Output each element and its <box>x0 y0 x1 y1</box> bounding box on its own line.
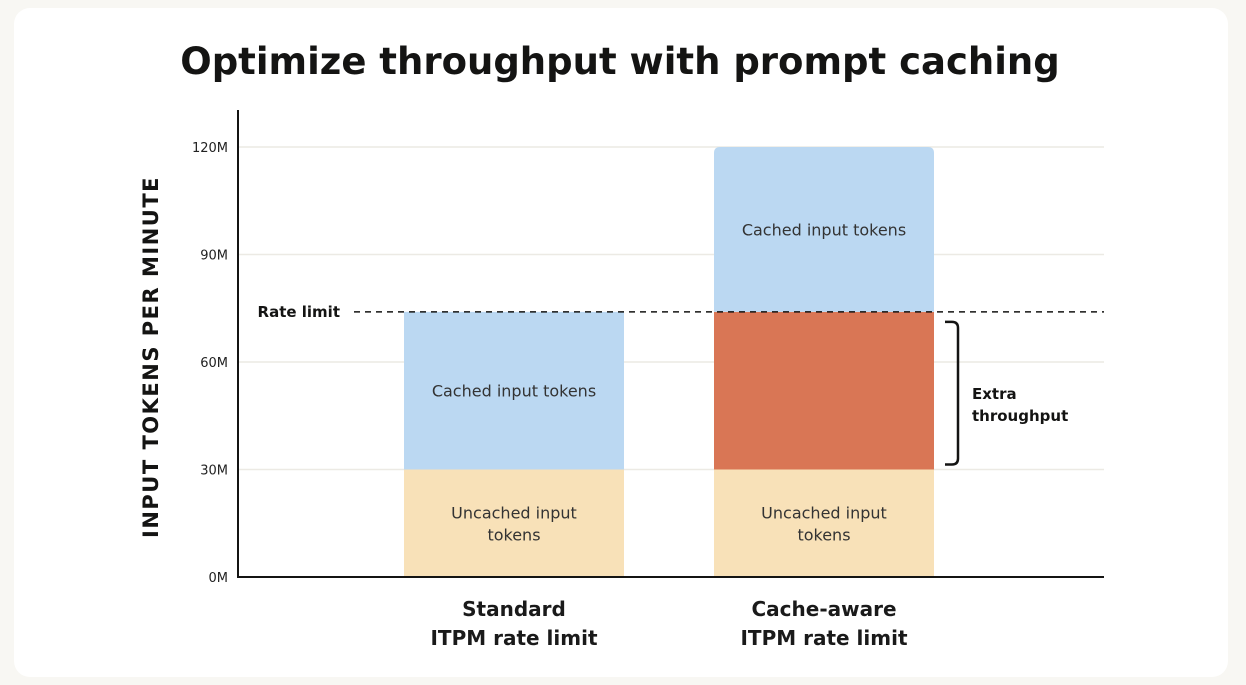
chart-title: Optimize throughput with prompt caching <box>180 40 1060 83</box>
category-label: Cache-aware <box>751 597 896 621</box>
y-tick-label: 120M <box>192 141 228 156</box>
y-tick-label: 90M <box>200 249 228 264</box>
extra-throughput-label: throughput <box>972 407 1068 425</box>
segment-label: Uncached input <box>761 503 887 522</box>
bar-segment <box>714 469 934 577</box>
bar-segment <box>404 311 624 470</box>
bar-segment <box>714 311 934 470</box>
y-tick-label: 60M <box>200 356 228 371</box>
segment-label: tokens <box>487 525 540 544</box>
y-axis-label: INPUT TOKENS PER MINUTE <box>139 176 163 538</box>
extra-throughput-label: Extra <box>972 385 1017 403</box>
category-label: ITPM rate limit <box>430 626 597 650</box>
extra-throughput-bracket <box>945 320 960 466</box>
bar-segment <box>714 147 934 312</box>
bar-segment <box>404 469 624 577</box>
rate-limit-label: Rate limit <box>258 303 340 321</box>
y-tick-label: 30M <box>200 464 228 479</box>
category-label: ITPM rate limit <box>740 626 907 650</box>
segment-label: Cached input tokens <box>432 382 596 401</box>
segment-label: Cached input tokens <box>742 220 906 239</box>
segment-label: tokens <box>797 525 850 544</box>
category-label: Standard <box>462 597 566 621</box>
segment-label: Uncached input <box>451 503 577 522</box>
y-tick-label: 0M <box>209 571 229 586</box>
